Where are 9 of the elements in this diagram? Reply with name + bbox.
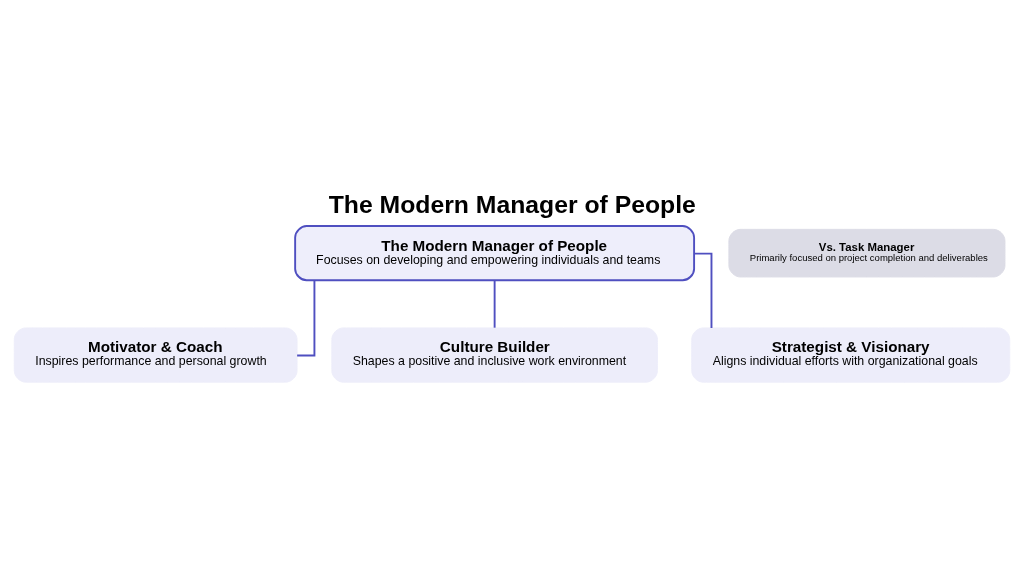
connector xyxy=(693,252,713,329)
diagram-title: The Modern Manager of People xyxy=(328,190,696,218)
node-box: Motivator & Coach Inspires performance and personal growth xyxy=(13,326,298,383)
connector xyxy=(296,278,316,356)
node-box: Vs. Task Manager Primarily focused on project completion and deliverables xyxy=(728,228,1006,277)
node-box: The Modern Manager of People Focuses on developing and empowering individuals and teams xyxy=(294,224,696,281)
node-box: Strategist & Visionary Aligns individual efforts with organizational goals xyxy=(691,326,1011,383)
node-box: Culture Builder Shapes a positive and inclusive work environment xyxy=(331,326,658,383)
connector xyxy=(493,279,496,329)
